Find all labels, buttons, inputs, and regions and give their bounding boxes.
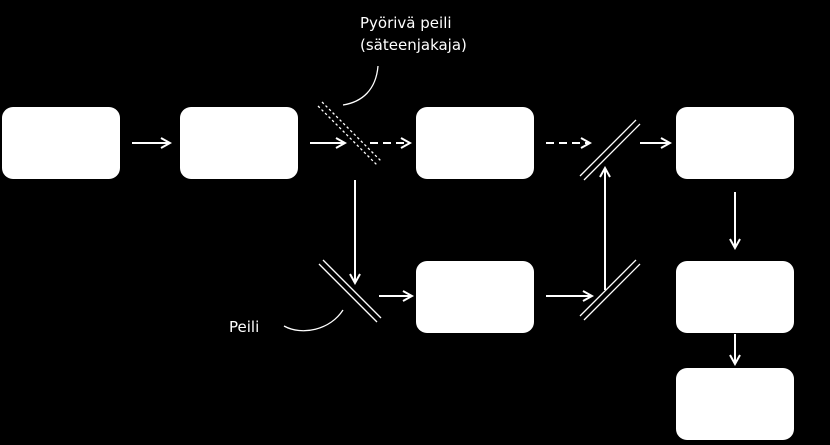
box-lower-path bbox=[416, 261, 534, 333]
leader-mirror bbox=[283, 309, 344, 332]
box-combined bbox=[676, 107, 794, 179]
box-output-1 bbox=[676, 261, 794, 333]
box-upper-path bbox=[416, 107, 534, 179]
box-output-2 bbox=[676, 368, 794, 440]
rotating-mirror-beamsplitter bbox=[317, 101, 383, 167]
label-rotating-mirror-line2: (säteenjakaja) bbox=[360, 36, 467, 54]
box-source bbox=[2, 107, 120, 179]
mirror-lower-right bbox=[579, 259, 641, 321]
label-mirror: Peili bbox=[229, 318, 259, 336]
mirror-combiner-upper bbox=[579, 119, 641, 181]
mirror-lower-left bbox=[318, 259, 382, 323]
leader-rotating-mirror bbox=[342, 65, 379, 106]
label-rotating-mirror-line1: Pyörivä peili bbox=[360, 14, 452, 32]
box-stage-2 bbox=[180, 107, 298, 179]
